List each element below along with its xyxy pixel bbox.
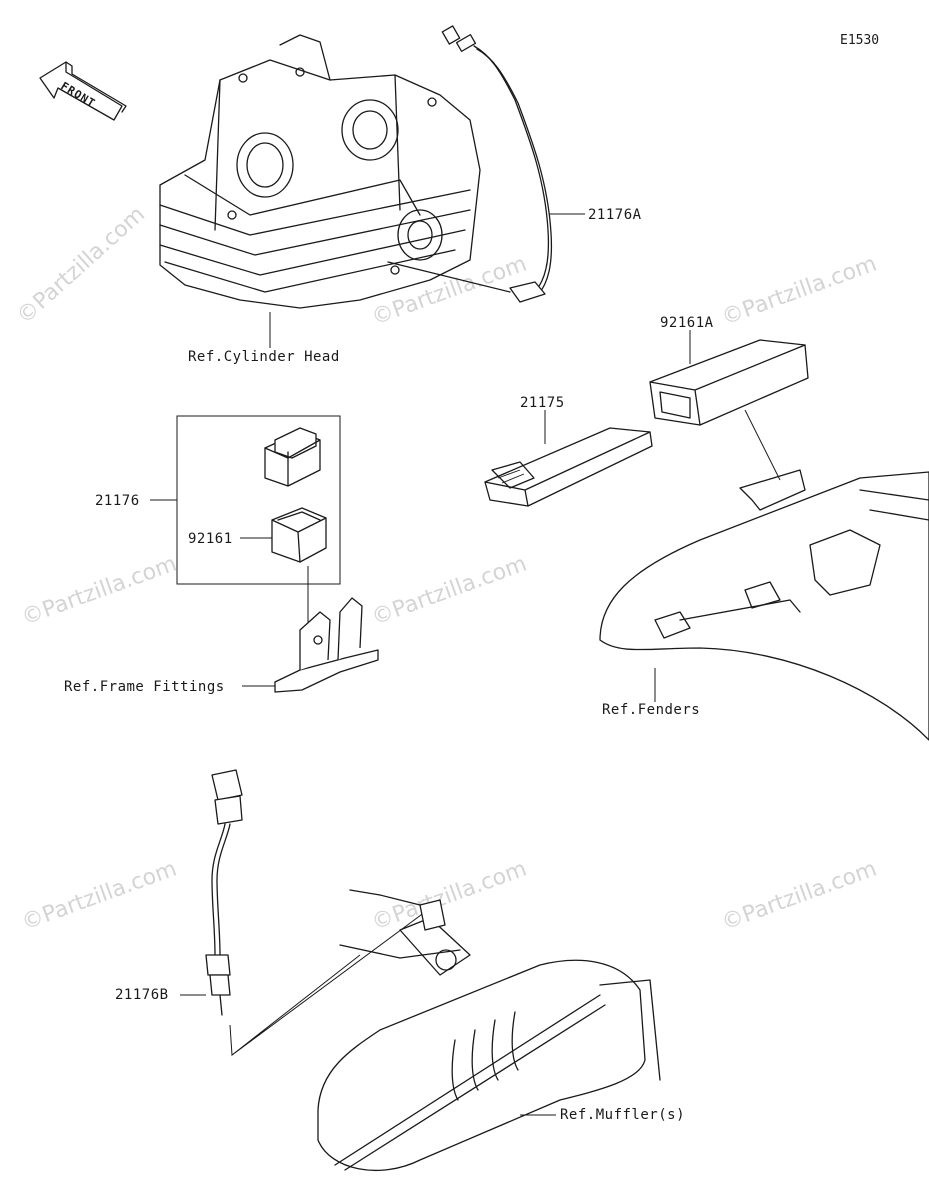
watermark-text: ©Partzilla.com: [12, 202, 150, 330]
holder-92161A-drawing[interactable]: [649, 339, 809, 426]
ecu-21175-drawing[interactable]: [484, 427, 653, 507]
watermark-text: ©Partzilla.com: [369, 856, 531, 935]
ref-mufflers-label[interactable]: Ref.Muffler(s): [560, 1107, 685, 1123]
muffler-drawing[interactable]: [317, 889, 661, 1172]
ref-frame-fittings-label[interactable]: Ref.Frame Fittings: [64, 679, 225, 695]
part-92161-label[interactable]: 92161: [188, 531, 233, 547]
watermark-text: ©Partzilla.com: [719, 251, 881, 330]
cover-92161-drawing[interactable]: [271, 507, 327, 563]
part-21176-label[interactable]: 21176: [95, 493, 140, 509]
front-arrow-icon: FRONT: [39, 61, 127, 121]
cylinder-head-drawing[interactable]: [159, 34, 481, 309]
part-21175-label[interactable]: 21175: [520, 395, 565, 411]
part-92161A-label[interactable]: 92161A: [660, 315, 714, 331]
watermark-text: ©Partzilla.com: [19, 551, 181, 630]
diagram-code: E1530: [840, 33, 879, 48]
frame-fitting-drawing[interactable]: [274, 597, 379, 693]
watermark-text: ©Partzilla.com: [719, 856, 881, 935]
connector-21176-drawing[interactable]: [264, 427, 321, 487]
fender-drawing[interactable]: [599, 469, 929, 741]
sensor-21176A-drawing[interactable]: [387, 25, 553, 303]
leader-line: [229, 911, 426, 1056]
watermark-text: ©Partzilla.com: [19, 856, 181, 935]
sensor-21176B-drawing[interactable]: [205, 769, 243, 1016]
watermark-text: ©Partzilla.com: [369, 551, 531, 630]
ref-fenders-label[interactable]: Ref.Fenders: [602, 702, 700, 718]
part-21176B-label[interactable]: 21176B: [115, 987, 169, 1003]
part-21176A-label[interactable]: 21176A: [588, 207, 642, 223]
leader-line: [744, 409, 781, 481]
ref-cylinder-head-label[interactable]: Ref.Cylinder Head: [188, 349, 340, 365]
